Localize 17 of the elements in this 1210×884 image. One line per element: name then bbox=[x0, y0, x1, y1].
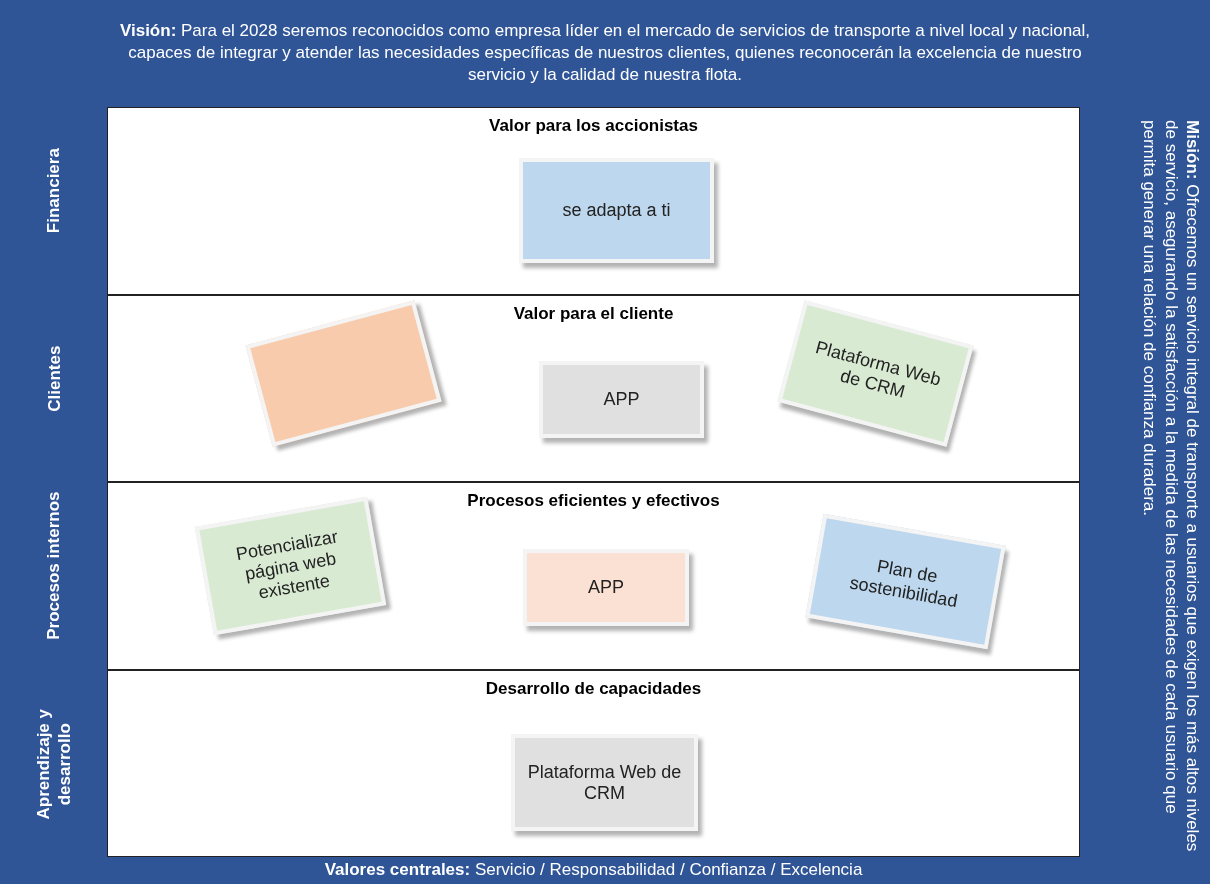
band-heading: Procesos eficientes y efectivos bbox=[466, 491, 721, 511]
objective-card: APP bbox=[539, 361, 704, 438]
objective-card: Plan de sostenibilidad bbox=[805, 513, 1006, 650]
band-heading: Valor para el cliente bbox=[512, 304, 675, 324]
perspective-label: Clientes bbox=[43, 344, 65, 414]
core-values: Valores centrales: Servicio / Responsabilidad / Confianza / Excelencia bbox=[323, 859, 864, 881]
perspective-label: Aprendizaje y desarrollo bbox=[32, 707, 75, 822]
objective-card: APP bbox=[523, 549, 689, 626]
objective-card: Plataforma Web de CRM bbox=[511, 734, 698, 831]
objective-card: Potencializar página web existente bbox=[194, 496, 387, 636]
perspective-label: Procesos internos bbox=[43, 490, 65, 642]
objective-card: se adapta a ti bbox=[519, 158, 714, 263]
band-heading: Valor para los accionistas bbox=[488, 116, 699, 136]
perspective-label: Financiera bbox=[43, 147, 65, 236]
band-heading: Desarrollo de capacidades bbox=[484, 679, 703, 699]
vision-statement: Visión: Para el 2028 seremos reconocidos como empresa líder en el mercado de servicios de transporte a nivel local y nacional, capaces de integrar y atender las necesidades específicas de nuestros clientes, quienes reconocerán la excelencia de nuestro servicio y la calidad de nuestra flota. bbox=[118, 20, 1092, 87]
mission-statement: Misión: Ofrecemos un servicio integral de transporte a usuarios que exigen los más altos niveles de servicio, asegurando la satisfacción a la medida de las necesidades de cada usuario que permita generar una relación de confianza duradera. bbox=[1139, 120, 1203, 854]
